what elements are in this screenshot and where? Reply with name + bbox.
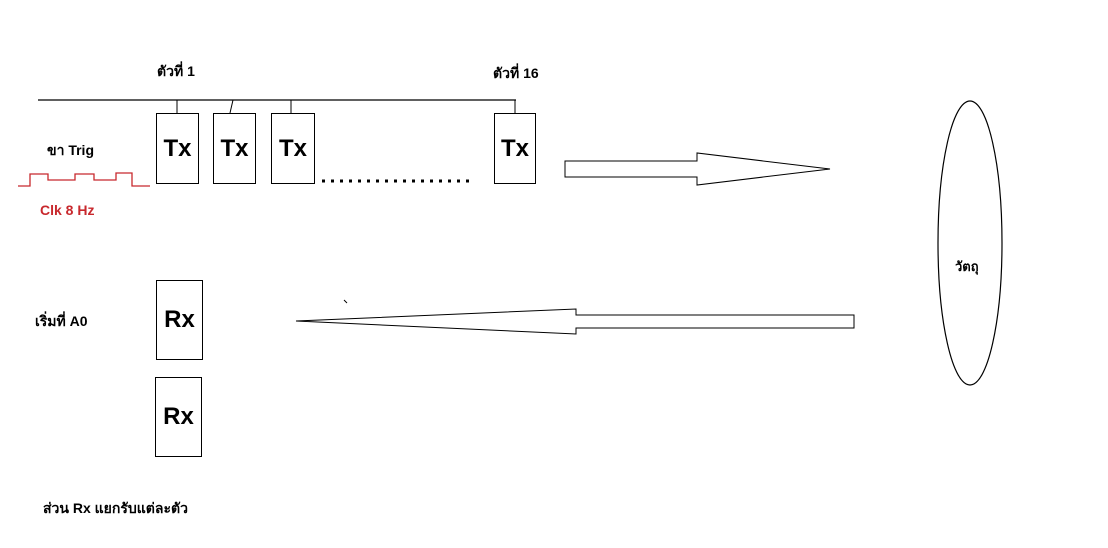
tx-box-2: Tx <box>213 113 256 184</box>
rx-note-label: ส่วน Rx แยกรับแต่ละตัว <box>43 500 188 516</box>
clock-label: Clk 8 Hz <box>40 202 95 218</box>
transmit-arrow <box>564 152 831 186</box>
first-tx-label: ตัวที่ 1 <box>157 63 195 79</box>
last-tx-label: ตัวที่ 16 <box>493 65 539 81</box>
trig-pin-label: ขา Trig <box>47 142 94 158</box>
object-label: วัตถุ <box>955 259 979 274</box>
tx-box-1: Tx <box>156 113 199 184</box>
rx-box-2: Rx <box>155 377 202 457</box>
echo-arrow <box>295 308 855 335</box>
rx-box-1: Rx <box>156 280 203 360</box>
start-pin-label: เริ่มที่ A0 <box>35 313 88 329</box>
stray-mark <box>343 299 348 304</box>
object-ellipse <box>937 100 1003 386</box>
tx-box-3: Tx <box>271 113 315 184</box>
clock-waveform <box>18 172 150 187</box>
bus-tap-2 <box>229 99 234 114</box>
tx-box-16: Tx <box>494 113 536 184</box>
